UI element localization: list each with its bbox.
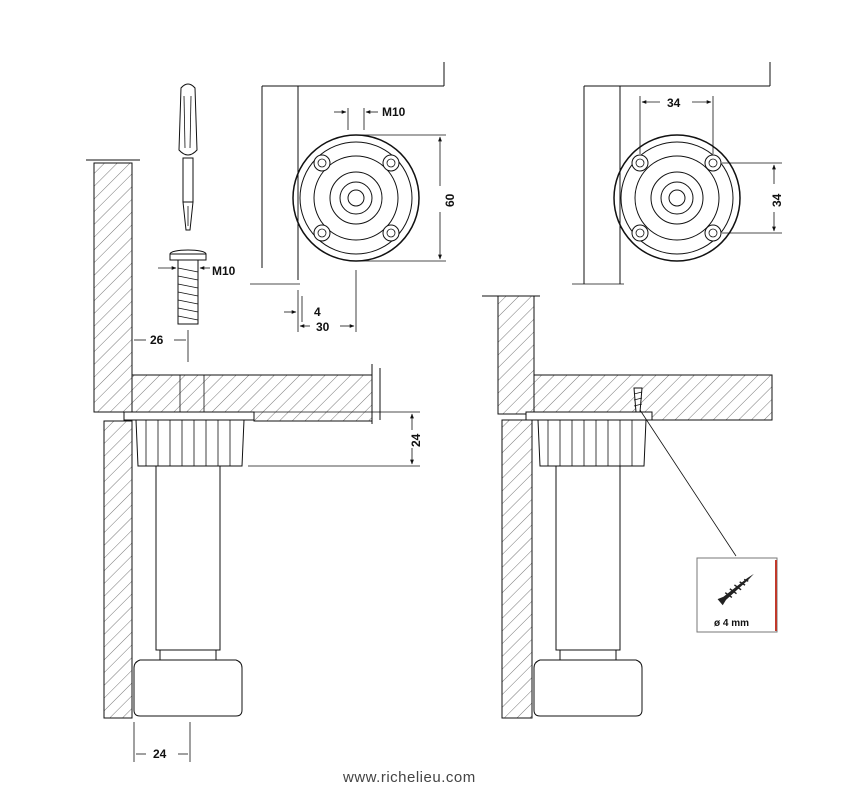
- dim-hole-spacing-v: 34: [770, 193, 784, 207]
- leg-tube: [155, 465, 221, 651]
- cabinet-side-panel-lower: [103, 420, 133, 719]
- top-view-flange: M10 60 4 30: [250, 62, 457, 334]
- right-side-view: ø 4 mm: [482, 295, 778, 719]
- dim-wall-offset: 26: [150, 333, 164, 347]
- dim-offset-30: 30: [316, 320, 330, 334]
- leveling-foot: [133, 659, 243, 717]
- screw-size-label: ø 4 mm: [714, 618, 749, 629]
- screw-callout: ø 4 mm: [696, 557, 778, 633]
- wood-screw-icon: [717, 573, 754, 606]
- dim-bolt-thread: M10: [212, 264, 236, 278]
- top-view-hole-pattern: 34 34: [572, 62, 784, 285]
- dim-flange-diameter: 60: [443, 193, 457, 207]
- cabinet-side-panel-right: [497, 295, 535, 415]
- screwdriver-icon: [178, 83, 198, 231]
- dim-hole-spacing-h: 34: [667, 96, 681, 110]
- left-side-view: M10 26 24 24: [86, 83, 423, 762]
- dim-thread-top: M10: [382, 105, 406, 119]
- bolt-m10-icon: [169, 249, 207, 325]
- cabinet-side-panel-right-lower: [501, 419, 533, 719]
- hole-pattern-screws: [631, 154, 722, 242]
- collar: [135, 419, 245, 467]
- dim-foot-width: 24: [153, 747, 167, 761]
- dim-offset-small: 4: [314, 305, 321, 319]
- mounting-plate: [123, 411, 255, 421]
- cabinet-bottom-panel-right: [533, 374, 773, 421]
- mounting-plate-right: [525, 411, 653, 421]
- flange-screw-holes: [313, 154, 400, 242]
- dim-base-height: 24: [409, 433, 423, 447]
- footer-url: www.richelieu.com: [342, 769, 476, 786]
